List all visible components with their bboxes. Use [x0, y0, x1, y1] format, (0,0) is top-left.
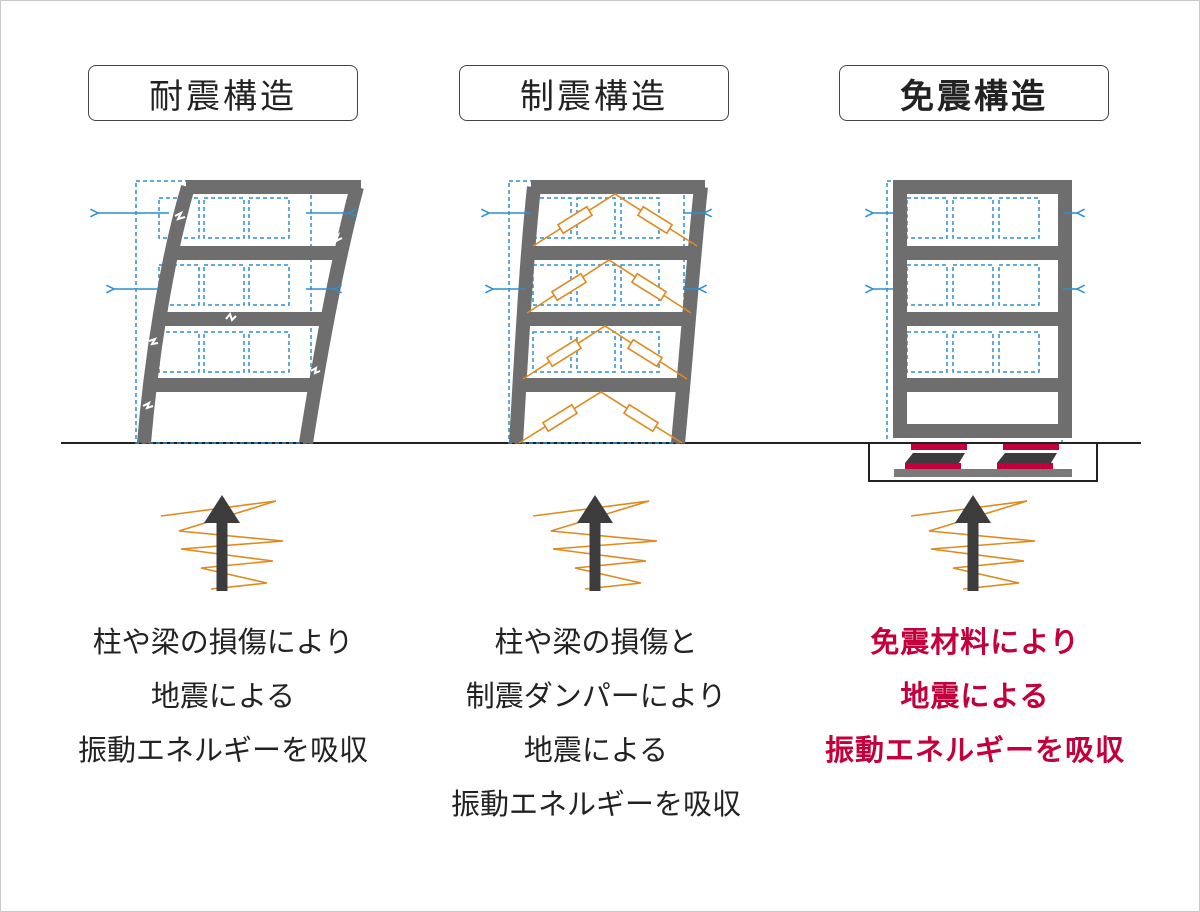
seismic-arrow-head: [955, 495, 991, 523]
caption-line: 地震による: [150, 679, 296, 713]
windows-dashed: [906, 197, 1040, 373]
caption-line: 免震材料により: [870, 625, 1080, 659]
building-taishin: [98, 180, 364, 591]
caption-line: 振動エネルギーを吸収: [824, 733, 1125, 767]
isolator-right: [997, 444, 1059, 469]
seismic-arrow-head: [204, 495, 240, 523]
blue-arrows: [873, 213, 1077, 289]
caption-taishin: 柱や梁の損傷により 地震による 振動エネルギーを吸収: [33, 615, 413, 777]
cracks: [142, 210, 343, 410]
title-taishin: 耐震構造: [88, 65, 358, 121]
frame-upright: [893, 180, 1072, 438]
caption-line: 振動エネルギーを吸収: [450, 787, 741, 821]
blue-arrows: [98, 213, 349, 289]
blue-arrows: [489, 213, 704, 289]
seismic-wave: [532, 500, 658, 590]
caption-line: 地震による: [900, 679, 1050, 713]
caption-line: 柱や梁の損傷により: [92, 625, 354, 659]
building-seishin: [489, 180, 708, 591]
title-seishin: 制震構造: [459, 65, 729, 121]
building-menshin: [868, 180, 1098, 591]
caption-line: 柱や梁の損傷と: [494, 625, 698, 659]
caption-line: 振動エネルギーを吸収: [77, 733, 368, 767]
frame-lean: [509, 180, 708, 444]
seismic-arrow-head: [577, 495, 613, 523]
caption-line: 制震ダンパーにより: [465, 679, 727, 713]
title-menshin: 免震構造: [839, 65, 1109, 121]
isolation-pit: [868, 442, 1098, 482]
foundation-base: [894, 469, 1072, 477]
seismic-wave: [160, 500, 284, 590]
isolator-left: [905, 444, 967, 469]
frame-lean: [137, 180, 364, 445]
caption-menshin: 免震材料により 地震による 振動エネルギーを吸収: [785, 615, 1165, 777]
caption-line: 地震による: [523, 733, 669, 767]
caption-seishin: 柱や梁の損傷と 制震ダンパーにより 地震による 振動エネルギーを吸収: [406, 615, 786, 831]
seismic-wave: [910, 500, 1036, 590]
dampers: [541, 205, 674, 433]
